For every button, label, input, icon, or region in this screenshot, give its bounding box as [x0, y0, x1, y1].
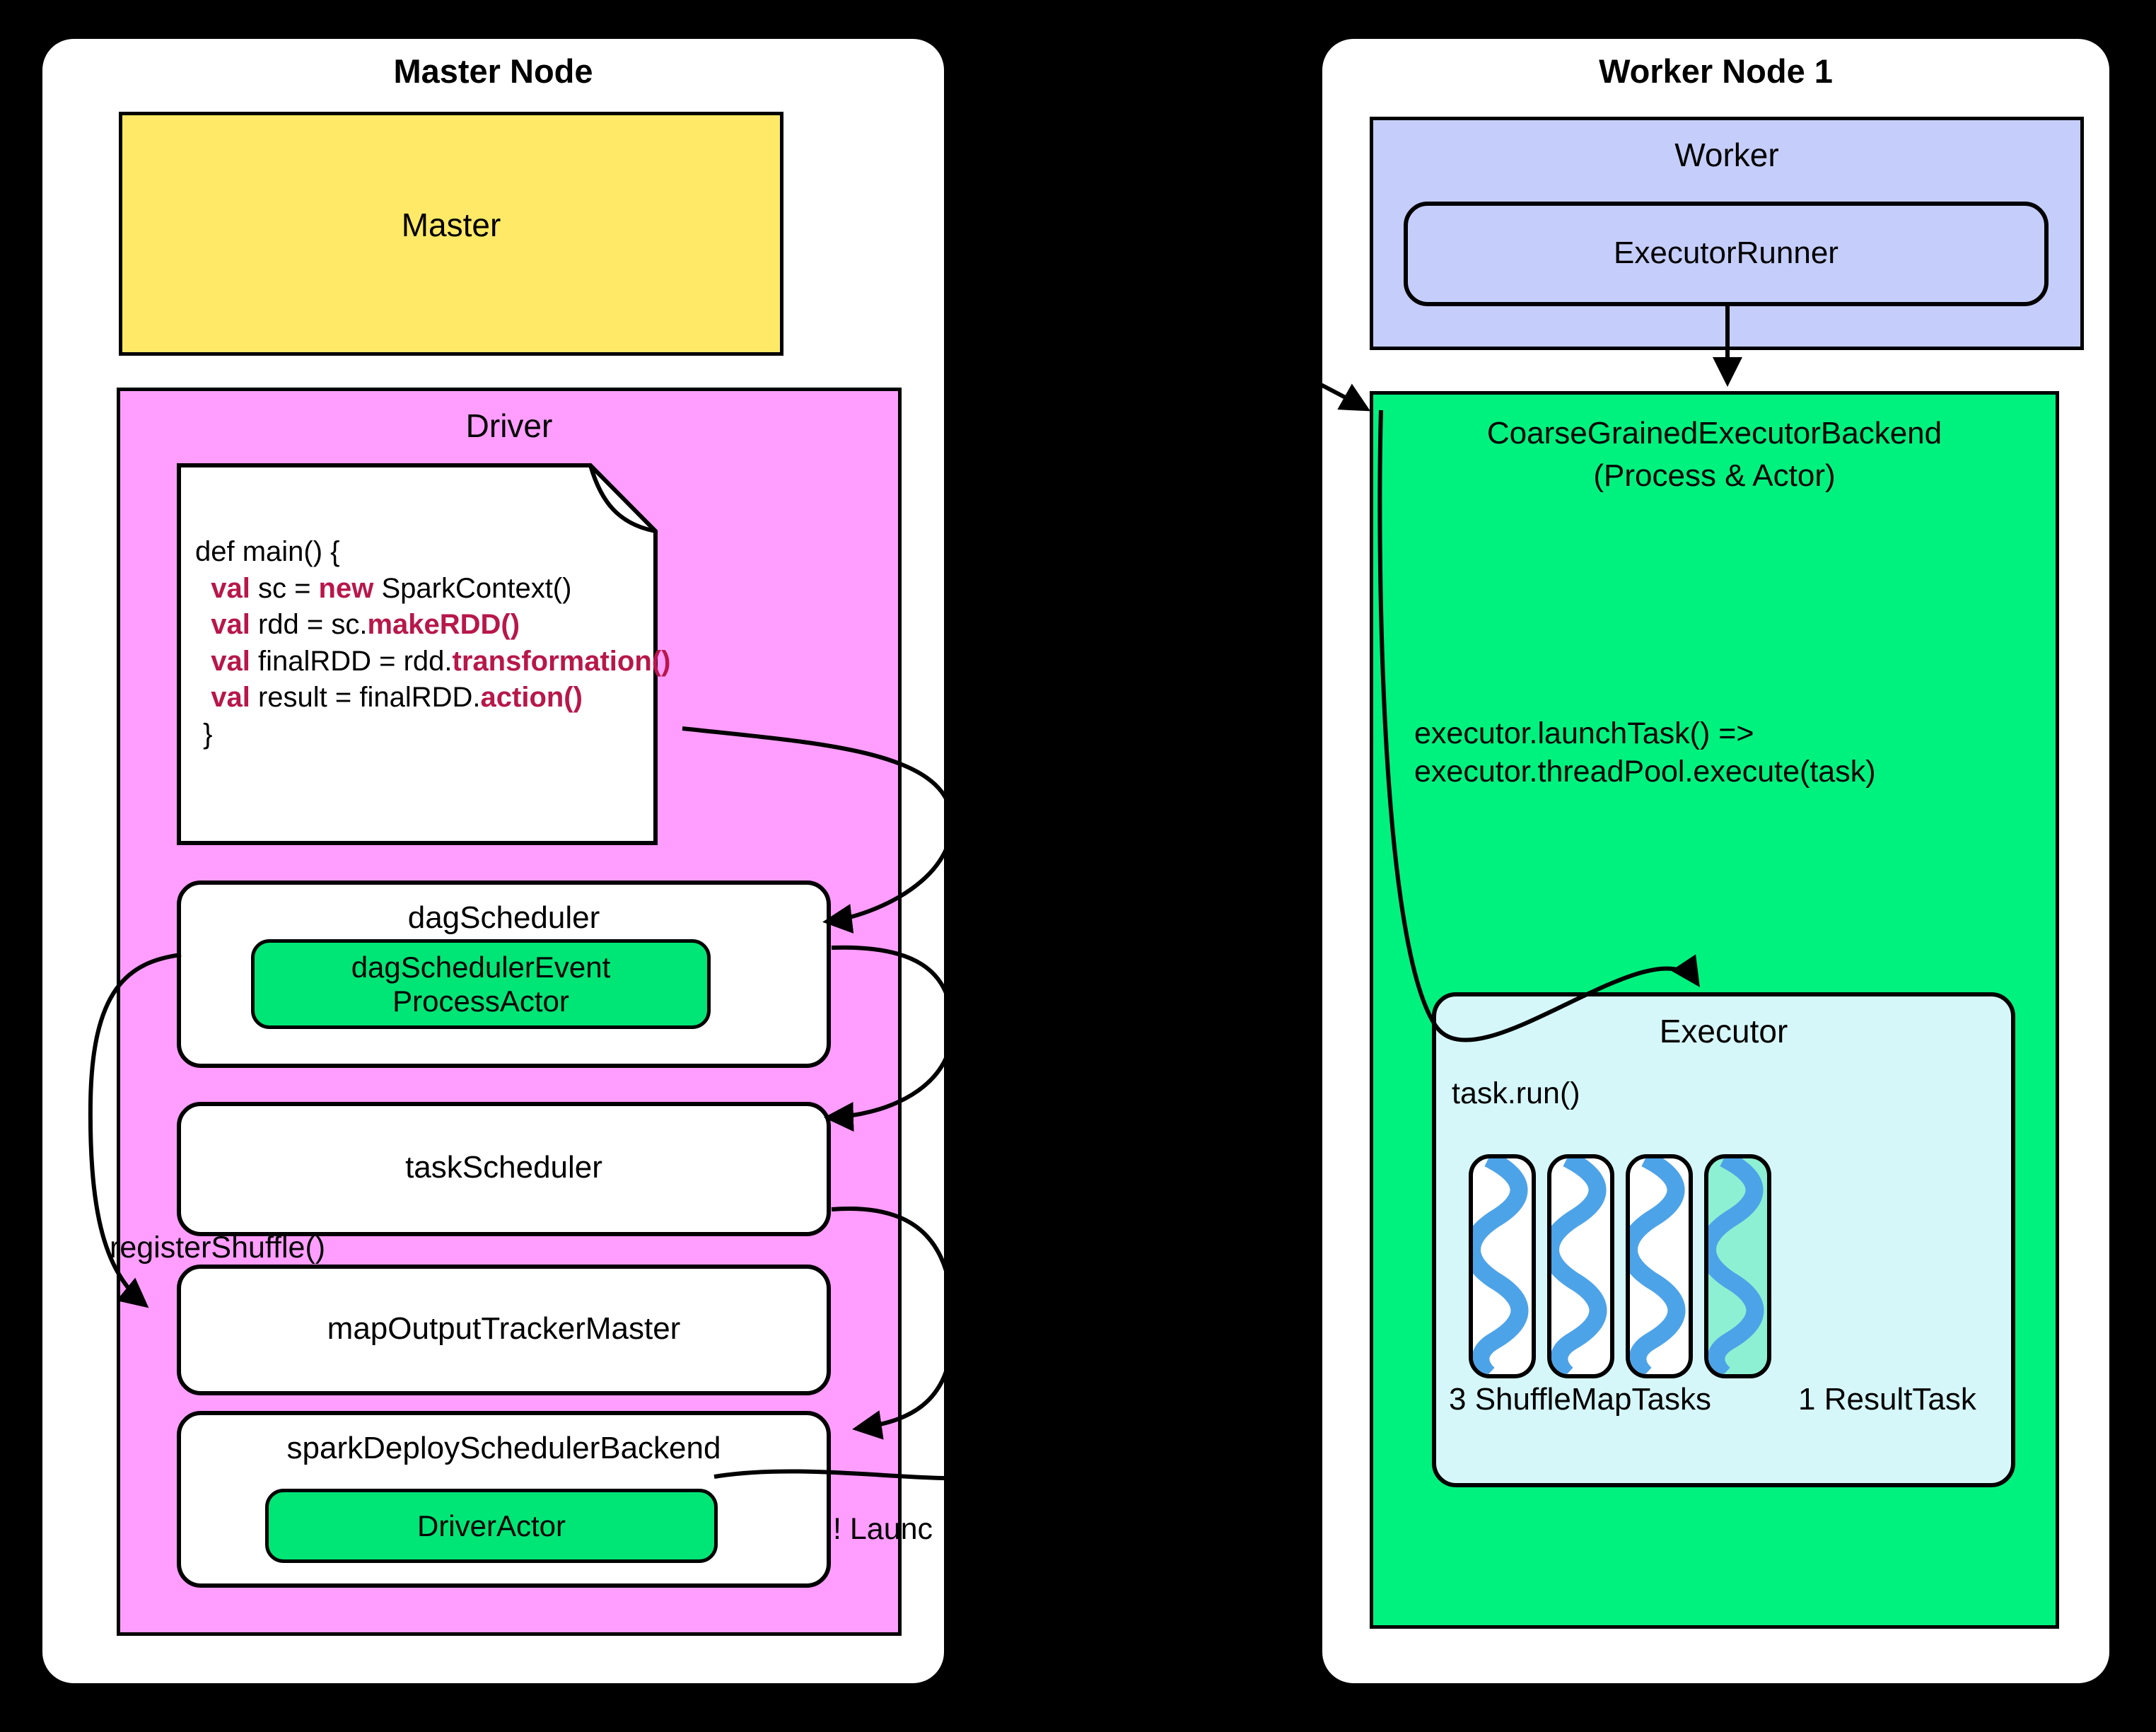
- executor-caption-shuffle: 3 ShuffleMapTasks: [1449, 1382, 1711, 1417]
- master-component-label: Master: [401, 207, 501, 243]
- edge-label-launch: ! Launc: [833, 1512, 933, 1546]
- component-mapoutputtrackermaster[interactable]: mapOutputTrackerMaster: [177, 1265, 831, 1395]
- actor-driveractor-label: DriverActor: [416, 1509, 566, 1542]
- worker-node-title: Worker Node 1: [1599, 52, 1833, 90]
- task-thread-shufflemap-2[interactable]: [1547, 1154, 1614, 1378]
- component-executorrunner-label: ExecutorRunner: [1614, 236, 1839, 270]
- component-executorrunner[interactable]: ExecutorRunner: [1404, 202, 2049, 306]
- task-thread-shufflemap-1[interactable]: [1469, 1154, 1536, 1378]
- coarse-grained-executor-backend-line2: (Process & Actor): [1593, 458, 1836, 493]
- arrow-launch-executor-to-backend: [944, 245, 1363, 1609]
- component-dagscheduler-label: dagScheduler: [407, 900, 600, 935]
- component-mapoutputtrackermaster-label: mapOutputTrackerMaster: [327, 1311, 681, 1346]
- master-node-title: Master Node: [393, 52, 593, 90]
- master-component-box: Master: [119, 112, 783, 356]
- component-sparkdeployschedulerbackend-label: sparkDeploySchedulerBackend: [286, 1431, 721, 1465]
- executor-title: Executor: [1659, 1013, 1788, 1050]
- task-thread-shufflemap-3[interactable]: [1626, 1154, 1693, 1378]
- component-taskscheduler[interactable]: taskScheduler: [177, 1102, 831, 1236]
- actor-dagscheduler-event-process[interactable]: dagSchedulerEvent ProcessActor: [251, 939, 711, 1029]
- executor-caption-result: 1 ResultTask: [1798, 1382, 1976, 1417]
- edge-label-register-shuffle: registerShuffle(): [110, 1231, 326, 1265]
- executor-task-run-label: task.run(): [1452, 1076, 1580, 1110]
- actor-driveractor[interactable]: DriverActor: [265, 1489, 718, 1563]
- driver-main-code: def main() { val sc = new SparkContext()…: [195, 536, 671, 750]
- driver-title: Driver: [465, 407, 553, 444]
- driver-main-code-note: def main() { val sc = new SparkContext()…: [177, 463, 670, 845]
- actor-dagscheduler-event-process-label: dagSchedulerEvent ProcessActor: [351, 951, 611, 1018]
- launch-task-note: executor.launchTask() => executor.thread…: [1414, 716, 1876, 789]
- task-thread-result-1[interactable]: [1704, 1154, 1771, 1378]
- component-taskscheduler-label: taskScheduler: [405, 1150, 602, 1185]
- worker-component-label: Worker: [1674, 136, 1779, 173]
- coarse-grained-executor-backend-line1: CoarseGrainedExecutorBackend: [1486, 416, 1942, 451]
